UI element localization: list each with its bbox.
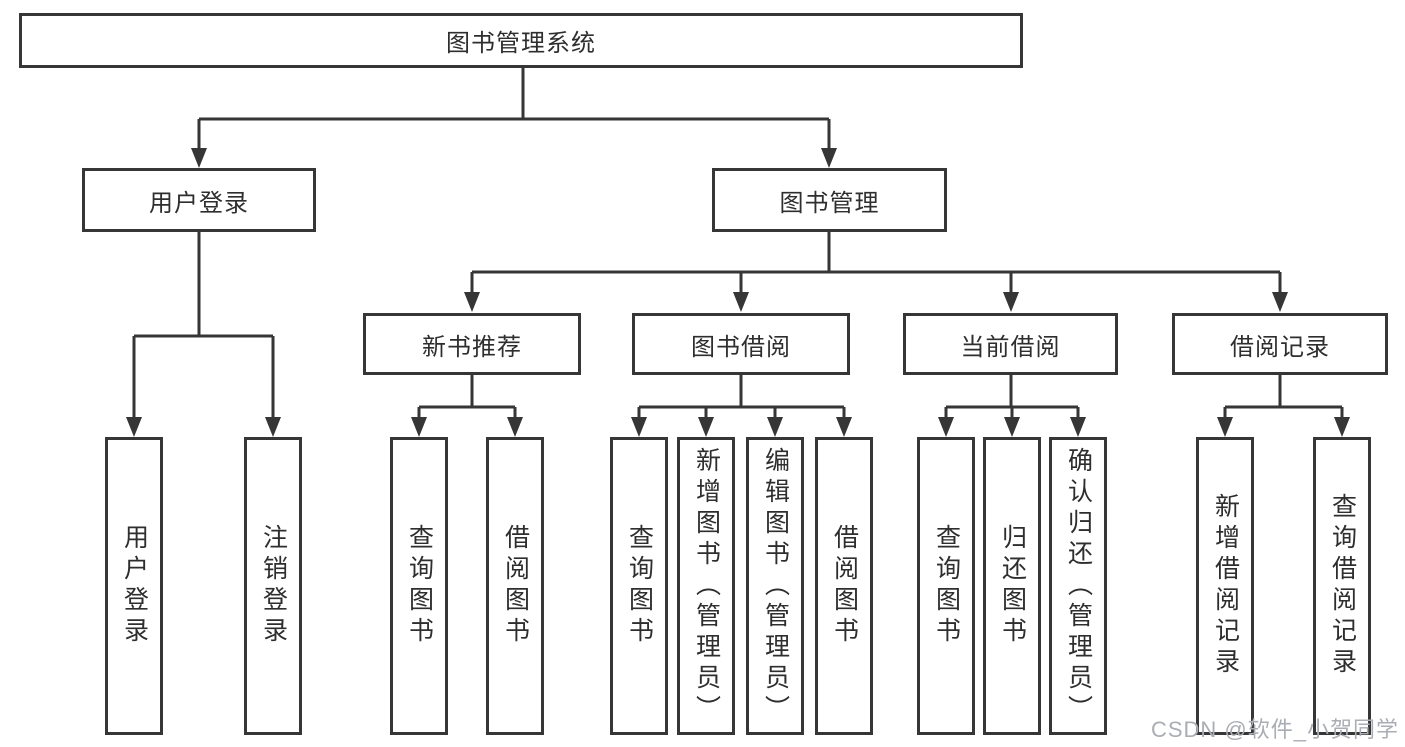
leaf-current-return-books: 归还图书 bbox=[983, 437, 1041, 735]
node-book-management: 图书管理 bbox=[712, 168, 947, 232]
leaf-records-add-borrow-record: 新增借阅记录 bbox=[1196, 437, 1254, 735]
leaf-newbook-borrow-books: 借阅图书 bbox=[486, 437, 544, 735]
node-new-book-recommend: 新书推荐 bbox=[363, 313, 581, 375]
csdn-watermark: CSDN @软件_小贺同学 bbox=[1150, 717, 1399, 742]
leaf-logout: 注销登录 bbox=[244, 437, 302, 735]
leaf-records-query-borrow-record: 查询借阅记录 bbox=[1313, 437, 1371, 735]
leaf-borrowing-edit-books-admin: 编辑图书（管理员） bbox=[746, 437, 804, 735]
node-borrow-records: 借阅记录 bbox=[1172, 313, 1388, 375]
leaf-current-confirm-return-admin: 确认归还（管理员） bbox=[1049, 437, 1107, 735]
leaf-current-query-books: 查询图书 bbox=[917, 437, 975, 735]
node-user-login: 用户登录 bbox=[82, 168, 316, 232]
node-library-management-system: 图书管理系统 bbox=[19, 13, 1023, 68]
leaf-newbook-query-books: 查询图书 bbox=[390, 437, 448, 735]
node-current-borrowing: 当前借阅 bbox=[903, 313, 1118, 375]
leaf-borrowing-query-books: 查询图书 bbox=[610, 437, 668, 735]
leaf-borrowing-add-books-admin: 新增图书（管理员） bbox=[677, 437, 735, 735]
leaf-user-login: 用户登录 bbox=[105, 437, 163, 735]
leaf-borrowing-borrow-books: 借阅图书 bbox=[815, 437, 873, 735]
node-book-borrowing: 图书借阅 bbox=[632, 313, 850, 375]
